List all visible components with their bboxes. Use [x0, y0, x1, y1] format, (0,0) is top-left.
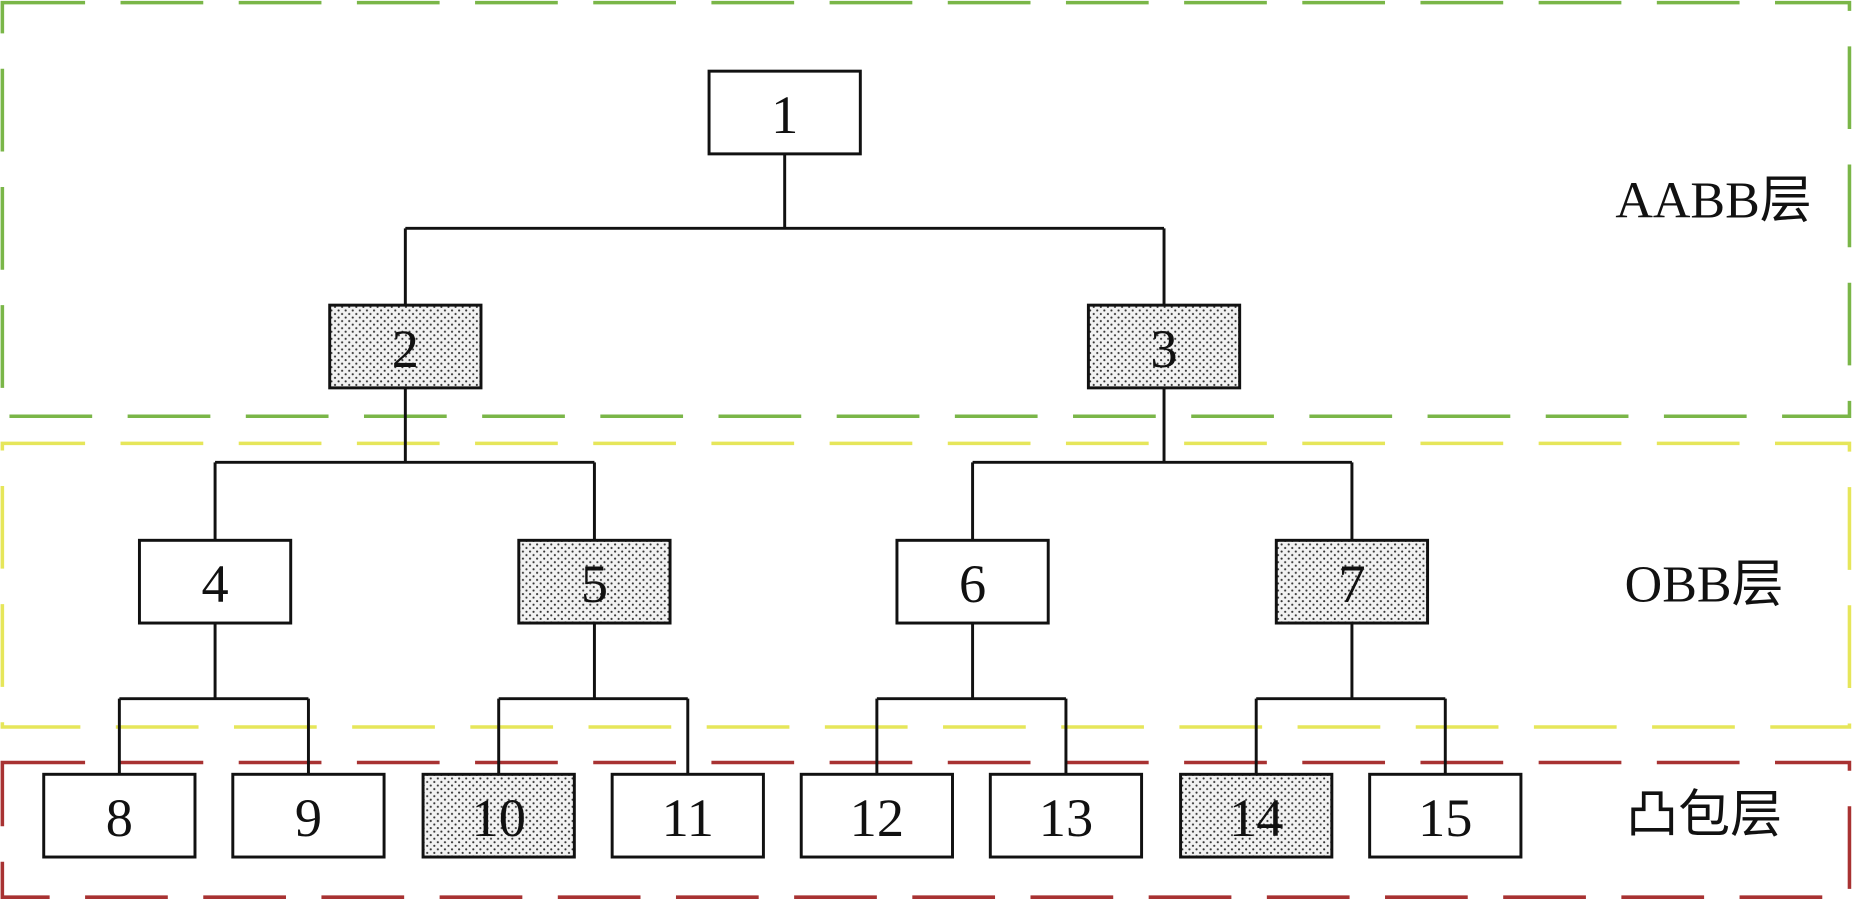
node-box [137, 538, 293, 625]
tree-connector [1254, 623, 1447, 775]
node-label: 13 [1039, 788, 1093, 848]
node-label: 11 [662, 788, 714, 848]
node-box [328, 303, 483, 390]
node-label: 7 [1338, 554, 1365, 614]
node-box [1368, 772, 1523, 859]
node-box [610, 772, 765, 859]
tree-connector [403, 153, 1166, 306]
node-label: 6 [959, 554, 986, 614]
node-box [988, 772, 1144, 859]
node-label: 12 [850, 788, 904, 848]
tree-node-13: 13 [988, 772, 1144, 859]
tree-node-3: 3 [1086, 303, 1242, 390]
node-label: 2 [392, 319, 419, 379]
tree-node-12: 12 [799, 772, 954, 859]
tree-node-1: 1 [707, 69, 862, 156]
node-box [517, 538, 672, 625]
node-box [421, 772, 576, 859]
tree-node-8: 8 [42, 772, 197, 859]
node-label: 15 [1418, 788, 1472, 848]
node-box [895, 538, 1050, 625]
node-box [799, 772, 954, 859]
tree-node-6: 6 [895, 538, 1050, 625]
node-box [707, 69, 862, 156]
tree-node-2: 2 [328, 303, 483, 390]
tree-connector [497, 623, 690, 775]
tree-connector [213, 387, 596, 541]
node-box [1179, 772, 1334, 859]
node-label: 1 [771, 85, 798, 145]
tree-connector [875, 623, 1068, 775]
tree-node-9: 9 [231, 772, 386, 859]
layer-label-aabb: AABB层 [1615, 173, 1811, 230]
tree-node-10: 10 [421, 772, 576, 859]
node-box [231, 772, 386, 859]
node-label: 10 [472, 788, 526, 848]
node-box [1274, 538, 1430, 625]
layer-box-aabb [0, 0, 1852, 419]
tree-node-15: 15 [1368, 772, 1523, 859]
layer-label-obb: OBB层 [1625, 557, 1784, 614]
node-box [1086, 303, 1242, 390]
tree-node-14: 14 [1179, 772, 1334, 859]
tree-node-5: 5 [517, 538, 672, 625]
layer-label-convex-hull: 凸包层 [1626, 787, 1782, 844]
node-label: 4 [201, 554, 228, 614]
node-label: 3 [1150, 319, 1177, 379]
tree-node-7: 7 [1274, 538, 1430, 625]
tree-connector [117, 623, 310, 775]
node-box [42, 772, 197, 859]
layer-box-convex-hull [0, 760, 1852, 899]
tree-connector [971, 387, 1354, 541]
node-label: 5 [581, 554, 608, 614]
node-label: 8 [106, 788, 133, 848]
tree-node-11: 11 [610, 772, 765, 859]
tree-node-4: 4 [137, 538, 293, 625]
node-label: 9 [295, 788, 322, 848]
node-label: 14 [1229, 788, 1283, 848]
